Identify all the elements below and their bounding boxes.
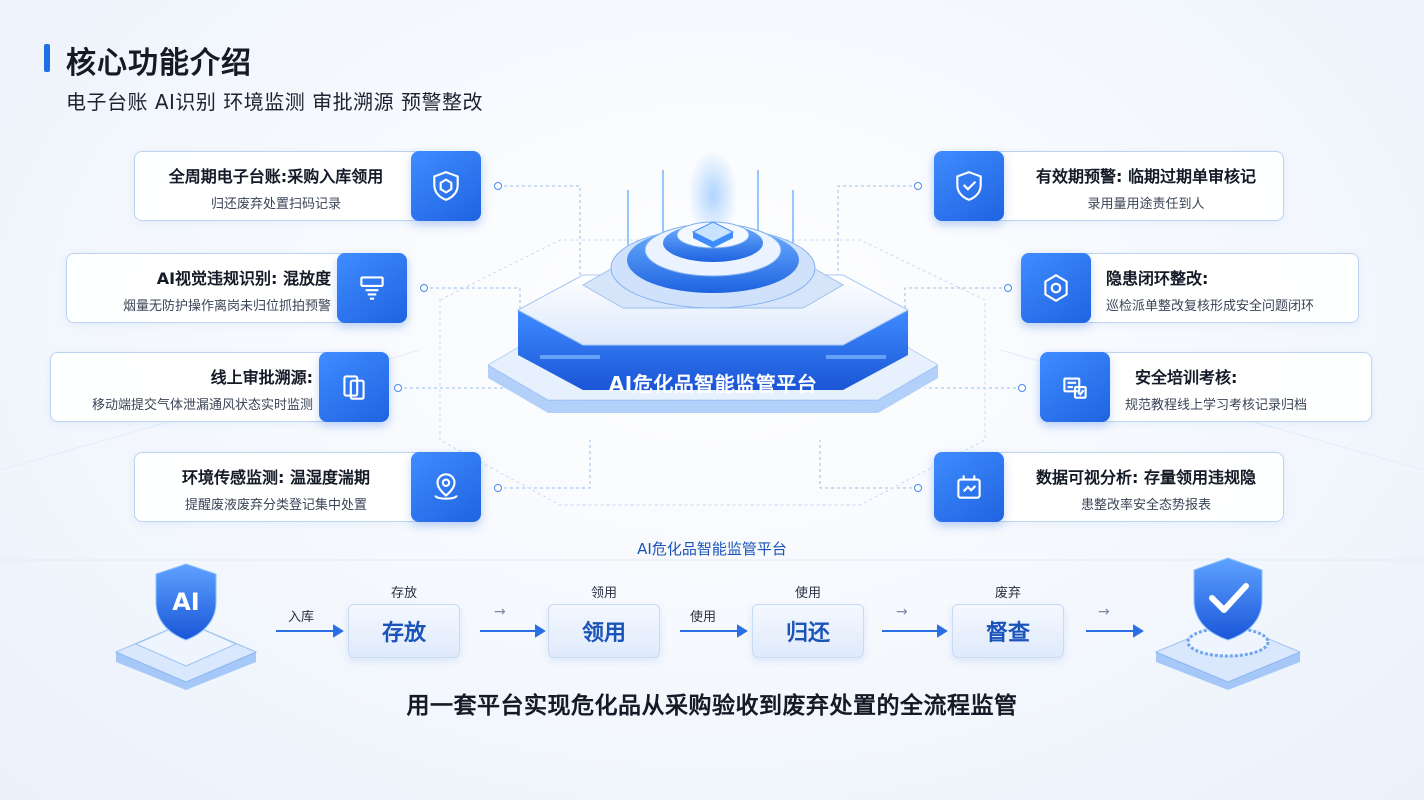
shield-check-icon bbox=[934, 151, 1004, 221]
card-title: 数据可视分析: 存量领用违规隐 bbox=[1036, 467, 1256, 487]
connector-dot bbox=[494, 484, 502, 492]
feature-card-rectification[interactable]: 隐患闭环整改: 巡检派单整改复核形成安全问题闭环 bbox=[1021, 253, 1359, 323]
connector-dot bbox=[1018, 384, 1026, 392]
hexagon-target-icon bbox=[1021, 253, 1091, 323]
card-desc: 提醒废液废弃分类登记集中处置 bbox=[184, 497, 367, 513]
scanner-icon bbox=[337, 253, 407, 323]
platform-graphic bbox=[487, 150, 939, 413]
card-title: 线上审批溯源: bbox=[210, 367, 313, 387]
arrow-label-use: 使用 bbox=[690, 610, 717, 625]
flow-step-top-label: 领用 bbox=[590, 586, 617, 601]
flow-step-inspect[interactable]: 督查 bbox=[952, 604, 1064, 658]
feature-card-ai-vision[interactable]: AI视觉违规识别: 混放度 烟量无防护操作离岗未归位抓拍预警 bbox=[66, 253, 407, 323]
documents-icon bbox=[319, 352, 389, 422]
card-title: 环境传感监测: 温湿度湍期 bbox=[182, 467, 370, 487]
card-title: AI视觉违规识别: 混放度 bbox=[156, 268, 331, 288]
connector-dot bbox=[914, 484, 922, 492]
feature-card-ledger[interactable]: 全周期电子台账:采购入库领用 归还废弃处置扫码记录 bbox=[134, 151, 481, 221]
flow-step-top-label: 使用 bbox=[794, 586, 821, 601]
feature-card-analytics[interactable]: 数据可视分析: 存量领用违规隐 患整改率安全态势报表 bbox=[934, 452, 1284, 522]
platform-caption: AI危化品智能监管平台 bbox=[637, 540, 787, 558]
ghost-arrow: → bbox=[1098, 604, 1110, 620]
connector-dot bbox=[394, 384, 402, 392]
connector-dot bbox=[914, 182, 922, 190]
footer-tagline: 用一套平台实现危化品从采购验收到废弃处置的全流程监管 bbox=[406, 693, 1018, 719]
ghost-arrow: → bbox=[494, 604, 506, 620]
connector-dot bbox=[494, 182, 502, 190]
feature-card-training[interactable]: 安全培训考核: 规范教程线上学习考核记录归档 bbox=[1040, 352, 1372, 422]
flow-step-return[interactable]: 归还 bbox=[752, 604, 864, 658]
card-desc: 移动端提交气体泄漏通风状态实时监测 bbox=[91, 397, 313, 413]
ai-shield-graphic bbox=[114, 563, 258, 690]
ai-badge: AI bbox=[108, 560, 264, 690]
card-title: 全周期电子台账:采购入库领用 bbox=[168, 166, 384, 186]
card-desc: 烟量无防护操作离岗未归位抓拍预警 bbox=[122, 298, 331, 314]
card-desc: 巡检派单整改复核形成安全问题闭环 bbox=[1106, 298, 1315, 314]
ai-badge-text: AI bbox=[172, 588, 200, 616]
feature-card-approval[interactable]: 线上审批溯源: 移动端提交气体泄漏通风状态实时监测 bbox=[50, 352, 389, 422]
training-icon bbox=[1040, 352, 1110, 422]
feature-card-expiry[interactable]: 有效期预警: 临期过期单审核记 录用量用途责任到人 bbox=[934, 151, 1284, 221]
page-subtitle: 电子台账 AI识别 环境监测 审批溯源 预警整改 bbox=[66, 90, 484, 114]
card-title: 有效期预警: 临期过期单审核记 bbox=[1036, 166, 1256, 186]
card-desc: 规范教程线上学习考核记录归档 bbox=[1125, 397, 1308, 413]
shield-check-graphic bbox=[1154, 557, 1302, 690]
flow-step-top-label: 废弃 bbox=[994, 586, 1021, 601]
page-title: 核心功能介绍 bbox=[66, 46, 252, 81]
location-pin-icon bbox=[411, 452, 481, 522]
title-accent-bar bbox=[44, 44, 50, 72]
card-desc: 归还废弃处置扫码记录 bbox=[210, 196, 341, 212]
arrow-label-inbound: 入库 bbox=[288, 610, 315, 625]
card-title: 隐患闭环整改: bbox=[1106, 268, 1209, 288]
card-desc: 录用量用途责任到人 bbox=[1087, 196, 1205, 212]
card-desc: 患整改率安全态势报表 bbox=[1080, 497, 1211, 513]
analytics-icon bbox=[934, 452, 1004, 522]
platform-name: AI危化品智能监管平台 bbox=[608, 372, 818, 396]
feature-card-environment[interactable]: 环境传感监测: 温湿度湍期 提醒废液废弃分类登记集中处置 bbox=[134, 452, 481, 522]
connector-dot bbox=[1004, 284, 1012, 292]
security-shield bbox=[1150, 556, 1306, 690]
flow-step-storage[interactable]: 存放 bbox=[348, 604, 460, 658]
platform-illustration: AI危化品智能监管平台 bbox=[487, 150, 939, 440]
flow-step-collect[interactable]: 领用 bbox=[548, 604, 660, 658]
ghost-arrow: → bbox=[896, 604, 908, 620]
card-title: 安全培训考核: bbox=[1135, 367, 1238, 387]
shield-icon bbox=[411, 151, 481, 221]
flow-step-top-label: 存放 bbox=[390, 586, 417, 601]
connector-dot bbox=[420, 284, 428, 292]
